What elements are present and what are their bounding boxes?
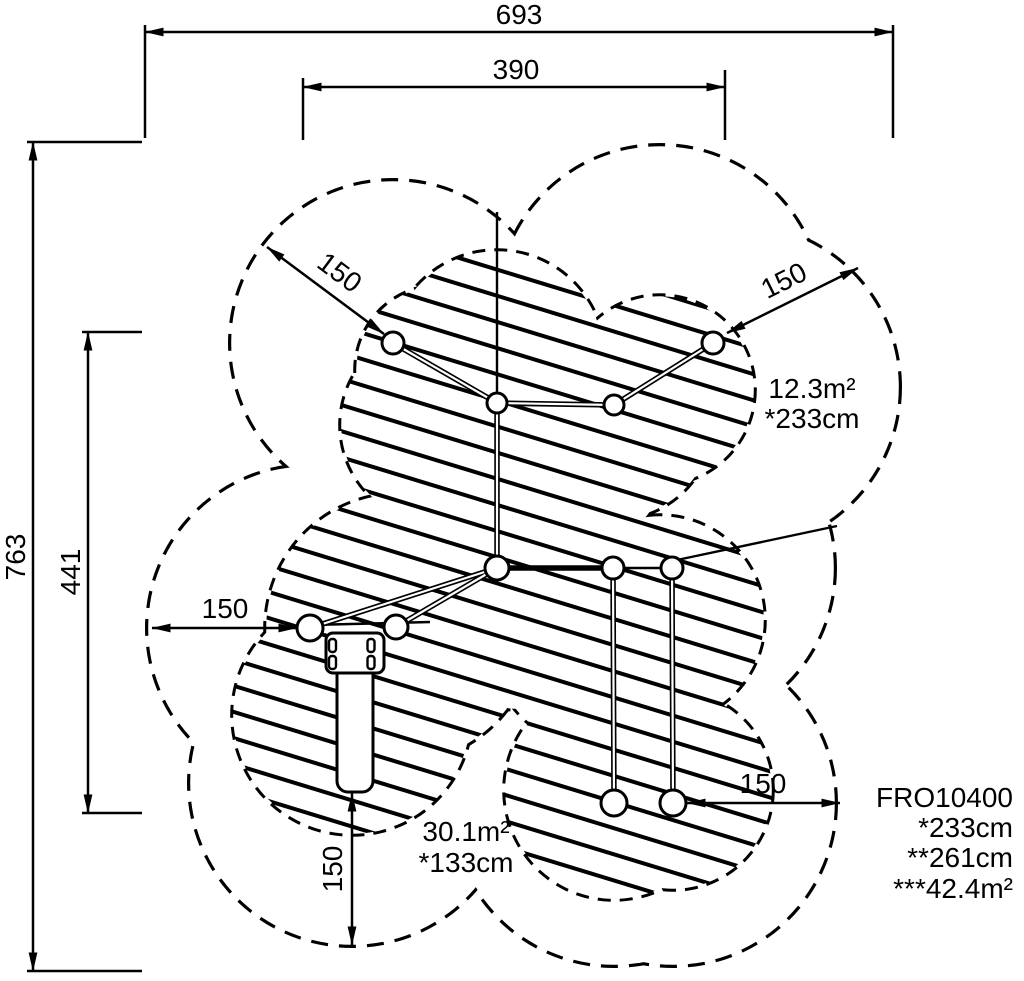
dim-clearance-left: 150 (151, 593, 298, 633)
zone-lower-fall-height-label: *133cm (419, 847, 514, 878)
zone-lower-area-label: 30.1m² (422, 816, 509, 847)
rope-end-marker (599, 788, 629, 818)
post-marker (380, 330, 406, 356)
anchor-rope-line (676, 524, 838, 562)
dim-label-inner-height: 441 (55, 549, 86, 596)
post-marker (600, 555, 626, 581)
product-spec-2: **261cm (907, 842, 1013, 873)
lower-crossbar-line (309, 620, 431, 627)
slide-chute (335, 660, 375, 794)
dim-overall-height: 763 (0, 140, 142, 973)
dim-clearance-bottom: 150 (317, 792, 357, 946)
product-code: FRO10400 (876, 782, 1013, 813)
dim-clearance-right: 150 (686, 768, 841, 808)
dim-label-overall-width: 693 (496, 0, 543, 30)
rope-end-marker (658, 788, 688, 818)
post-marker (659, 555, 685, 581)
dim-label-overall-height: 763 (0, 534, 31, 581)
dim-overall-width: 693 (143, 0, 895, 138)
zone-annotations: 12.3m² *233cm 30.1m² *133cm (419, 373, 860, 878)
dim-label-clearance-bottom: 150 (317, 846, 348, 893)
post-marker (382, 613, 410, 641)
slide-top-view (324, 631, 386, 794)
post-marker (483, 554, 511, 582)
zone-upper-area-label: 12.3m² (768, 373, 855, 404)
dimensions: 693 390 763 441 150 (0, 0, 895, 973)
slide-platform (324, 631, 386, 675)
equipment-structure (295, 212, 838, 818)
dim-inner-width: 390 (301, 54, 727, 140)
dim-label-clearance-left: 150 (202, 593, 249, 624)
dim-inner-height: 441 (55, 330, 142, 815)
post-markers (295, 330, 726, 818)
dim-label-inner-width: 390 (493, 54, 540, 85)
post-marker (700, 330, 726, 356)
net-members (309, 340, 715, 804)
zone-upper-fall-height-label: *233cm (765, 403, 860, 434)
product-spec-1: *233cm (918, 812, 1013, 843)
product-spec-3: ***42.4m² (893, 873, 1013, 904)
post-marker (295, 613, 325, 643)
slide-platform-slots (327, 637, 376, 671)
post-marker (485, 391, 509, 415)
dim-label-clearance-right: 150 (740, 768, 787, 799)
post-marker (602, 393, 626, 417)
product-info: FRO10400 *233cm **261cm ***42.4m² (876, 782, 1013, 904)
